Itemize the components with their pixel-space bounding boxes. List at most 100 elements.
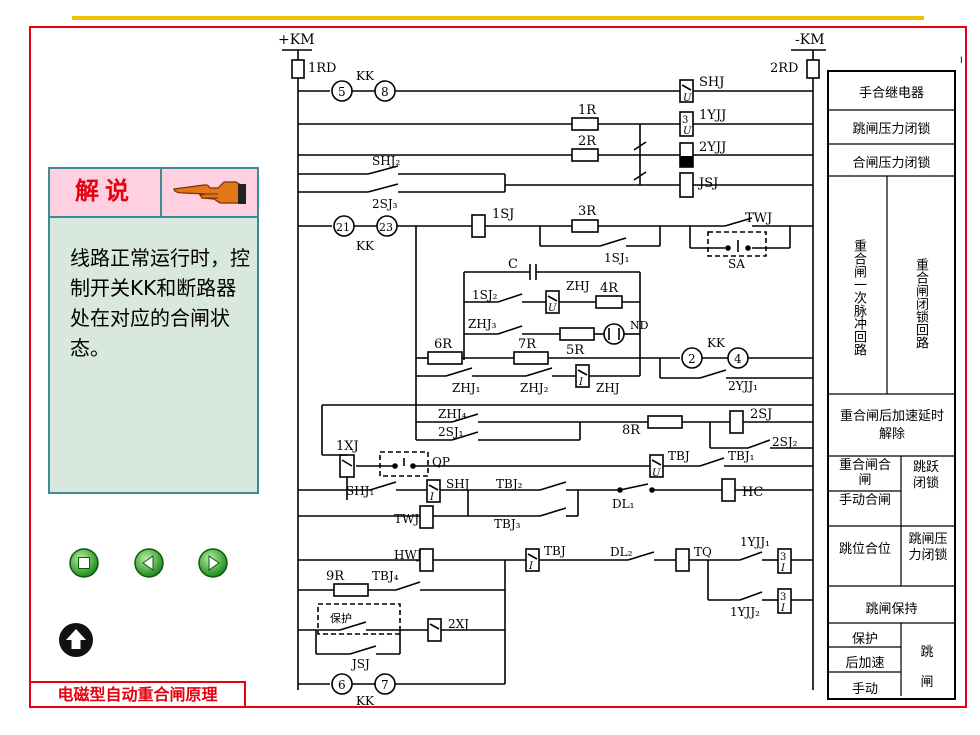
kk-label-3: KK (707, 336, 726, 350)
kk-label-1: KK (356, 69, 375, 83)
legend-manual: 手动 (851, 682, 878, 697)
corner-mark: I (960, 56, 963, 66)
legend-close-pressure-lock: 合闸压力闭锁 (852, 156, 931, 171)
zhj-top-label: ZHJ (566, 279, 590, 293)
resistor-9r-label: 9R (326, 569, 345, 584)
tq-label: TQ (694, 545, 712, 559)
1yjj1-label: 1YJJ₁ (740, 535, 770, 549)
1yjj2-label: 1YJJ₂ (730, 605, 760, 619)
contact-2-label: 2 (688, 352, 696, 366)
resistor-7r (513, 351, 549, 365)
shj-bottom-label: SHJ (446, 477, 470, 491)
twj-label: TWJ (745, 211, 772, 226)
resistor-2r (571, 148, 599, 162)
1yjj-label: 1YJJ (699, 108, 726, 123)
resistor-3r (571, 219, 599, 233)
2sj1-label: 2SJ₁ (438, 425, 463, 439)
fuse-1rd-label: 1RD (308, 61, 336, 76)
tbj-bottom-label: TBJ (544, 544, 566, 558)
zhj-bottom-label: ZHJ (596, 381, 620, 395)
1yjj-i1-3: 3 (780, 552, 786, 563)
2xj-label: 2XJ (448, 617, 469, 631)
qp-label: QP (432, 455, 450, 469)
previous-button[interactable] (133, 547, 165, 579)
explanation-text: 线路正常运行时，控制开关KK和断路器处在对应的合闸状态。 (70, 246, 250, 360)
2yjj-label: 2YJJ (699, 140, 726, 155)
relay-1yjj-i2 (777, 588, 792, 614)
contact-8-label: 8 (381, 85, 389, 99)
1yjj-i1-i: I (780, 563, 786, 574)
resistor-3r-label: 3R (578, 204, 597, 219)
jsj-bottom-label: JSJ (350, 657, 370, 671)
sa-label: SA (728, 257, 745, 271)
1sj1-label: 1SJ₁ (604, 251, 629, 265)
explanation-header: 解说 (50, 169, 257, 218)
2sj-label: 2SJ (750, 407, 772, 422)
shj1-label: SHJ₁ (346, 484, 374, 498)
explanation-title: 解说 (50, 169, 162, 216)
relay-1yjj-i1 (777, 548, 792, 574)
1yjj-3: 3 (682, 115, 688, 126)
zhj2-label: ZHJ₂ (520, 381, 549, 395)
explanation-panel: 解说 线路正常运行时，控制开关KK和断路器处在对应的合闸状态。 (48, 167, 259, 494)
resistor-1r-label: 1R (578, 103, 597, 118)
legend-position-trip: 跳位合位 (838, 542, 891, 557)
stop-button[interactable] (68, 547, 100, 579)
fuse-2rd (806, 59, 820, 79)
relay-twj (419, 505, 434, 529)
next-button[interactable] (197, 547, 229, 579)
fuse-1rd (291, 59, 305, 79)
capacitor-c-label: C (508, 257, 518, 272)
resistor-4r (595, 295, 623, 309)
slide-frame (29, 26, 967, 708)
legend-close-by-manual: 手动合闸 (838, 493, 891, 508)
home-button[interactable] (57, 621, 95, 659)
resistor-6r (427, 351, 463, 365)
kk-label-4: KK (356, 694, 375, 708)
jsj-label: JSJ (697, 176, 718, 191)
up-arrow-icon (59, 623, 93, 657)
resistor-5r (559, 327, 595, 341)
dl2-label: DL₂ (610, 545, 633, 559)
indicator-nd (603, 323, 625, 345)
resistor-7r-label: 7R (518, 337, 537, 352)
resistor-4r-label: 4R (600, 281, 619, 296)
1xj-label: 1XJ (336, 439, 359, 454)
slide-title: 电磁型自动重合闸原理 (29, 681, 246, 708)
coil-hc (721, 478, 736, 502)
resistor-6r-label: 6R (434, 337, 453, 352)
dl1-label: DL₁ (612, 497, 634, 511)
relay-jsj (679, 172, 694, 198)
sa-switch-box (707, 231, 767, 257)
contact-4-label: 4 (734, 352, 742, 366)
next-arrow-icon (198, 548, 228, 578)
resistor-8r (647, 415, 683, 429)
zhj1-label: ZHJ₁ (452, 381, 480, 395)
zhj4-label: ZHJ₄ (438, 407, 467, 421)
protection-label: 保护 (330, 611, 352, 625)
coil-tq (675, 548, 690, 572)
protection-box (317, 603, 401, 635)
tbj-top-label: TBJ (668, 449, 690, 463)
contact-21-label: 21 (336, 221, 350, 234)
contact-6-label: 6 (338, 678, 346, 692)
resistor-9r (333, 583, 369, 597)
legend-reclose-one-pulse: 重合闸一次脉冲回路 (851, 238, 866, 356)
legend-anti-pump-lock: 跳跃闭锁 (912, 460, 939, 491)
legend-trip-pressure-lock-2: 跳闸压力闭锁 (908, 532, 948, 563)
previous-arrow-icon (134, 548, 164, 578)
legend-trip-pressure-lock: 跳闸压力闭锁 (852, 122, 931, 137)
2sj2-label: 2SJ₂ (772, 435, 798, 449)
1yjj-i2-3: 3 (780, 592, 786, 603)
legend-close-by-reclose: 重合闸合闸 (838, 458, 891, 488)
resistor-5r-label: 5R (566, 343, 585, 358)
legend-post-accel: 重合闸后加速延时解除 (839, 409, 944, 442)
legend-post-accel-2: 后加速 (845, 656, 885, 671)
1sj2-label: 1SJ₂ (472, 288, 498, 302)
tbj4-label: TBJ₄ (372, 569, 399, 583)
hwj-label: HWJ (394, 548, 422, 562)
pointing-hand-icon (162, 169, 257, 216)
tbj-i: I (528, 561, 534, 572)
legend-manual-close-relay: 手合继电器 (858, 86, 924, 101)
